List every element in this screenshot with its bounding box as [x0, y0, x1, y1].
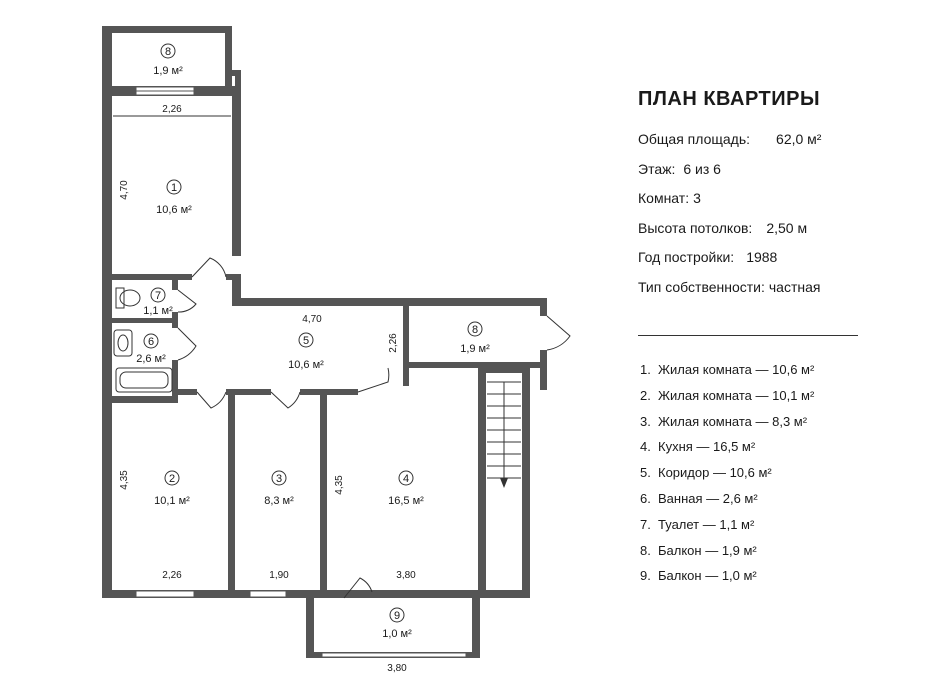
svg-text:10,6 м²: 10,6 м²	[156, 204, 192, 216]
room-label-balcony-right: 8 1,9 м²	[460, 321, 490, 355]
room-label-2: 2 10,1 м²	[154, 470, 190, 507]
svg-text:1,9 м²: 1,9 м²	[460, 343, 490, 355]
svg-text:2: 2	[169, 473, 175, 485]
apartment-info: ПЛАН КВАРТИРЫ Общая площадь:62,0 м² Этаж…	[638, 88, 868, 336]
svg-text:9: 9	[394, 610, 400, 622]
svg-text:7: 7	[155, 290, 161, 302]
legend-item: 5.Коридор — 10,6 м²	[640, 465, 772, 481]
svg-text:1,9 м²: 1,9 м²	[153, 65, 183, 77]
svg-text:1,1 м²: 1,1 м²	[143, 305, 173, 317]
detail-build-year: Год постройки:1988	[638, 249, 778, 265]
doors	[177, 257, 571, 599]
svg-text:8: 8	[165, 46, 171, 58]
room-label-6: 6 2,6 м²	[136, 333, 166, 365]
svg-text:5: 5	[303, 335, 309, 347]
svg-text:1,90: 1,90	[269, 570, 289, 581]
legend-item: 3.Жилая комната — 8,3 м²	[640, 413, 808, 429]
legend-item: 2.Жилая комната — 10,1 м²	[640, 387, 815, 403]
sink-fixture	[113, 329, 133, 357]
svg-text:4,35: 4,35	[119, 470, 130, 490]
legend-item: 8.Балкон — 1,9 м²	[640, 542, 757, 558]
dimension-lines: 2,26 4,70 4,70 2,26 4,35 4,35 2,26 1,90 …	[113, 104, 416, 674]
staircase	[487, 374, 521, 590]
svg-text:10,1 м²: 10,1 м²	[154, 495, 190, 507]
room-label-4: 4 16,5 м²	[388, 470, 424, 507]
svg-text:4,70: 4,70	[302, 314, 322, 325]
room-label-1: 1 10,6 м²	[156, 179, 192, 216]
svg-text:2,26: 2,26	[162, 104, 182, 115]
detail-ownership: Тип собственности:частная	[638, 278, 821, 295]
svg-text:2,26: 2,26	[388, 333, 399, 353]
legend-item: 4.Кухня — 16,5 м²	[640, 439, 756, 455]
svg-text:2,6 м²: 2,6 м²	[136, 353, 166, 365]
svg-text:8,3 м²: 8,3 м²	[264, 495, 294, 507]
room-label-5: 5 10,6 м²	[288, 332, 324, 371]
svg-text:1,0 м²: 1,0 м²	[382, 628, 412, 640]
legend-item: 9.Балкон — 1,0 м²	[640, 568, 757, 584]
legend-item: 6.Ванная — 2,6 м²	[640, 490, 758, 506]
legend-item: 1.Жилая комната — 10,6 м²	[640, 362, 815, 377]
svg-text:10,6 м²: 10,6 м²	[288, 359, 324, 371]
svg-text:2,26: 2,26	[162, 570, 182, 581]
detail-ceiling-height: Высота потолков:2,50 м	[638, 219, 808, 236]
divider	[638, 335, 858, 336]
legend-item: 7.Туалет — 1,1 м²	[640, 516, 755, 532]
svg-text:3,80: 3,80	[396, 570, 416, 581]
floor-plan: 8 1,9 м² 1 10,6 м² 7 1,1 м² 6 2,6 м² 5 1…	[102, 26, 571, 674]
room-label-3: 3 8,3 м²	[264, 470, 294, 507]
bathtub-fixture	[115, 367, 173, 393]
room-label-9: 9 1,0 м²	[382, 607, 412, 640]
room-label-7: 7 1,1 м²	[143, 287, 173, 317]
svg-text:8: 8	[472, 324, 478, 336]
detail-rooms: Комнат:3	[638, 190, 701, 206]
room-legend: 1.Жилая комната — 10,6 м² 2.Жилая комнат…	[640, 362, 814, 594]
room-label-balcony-top: 8 1,9 м²	[153, 43, 183, 77]
svg-text:6: 6	[148, 336, 154, 348]
svg-text:4: 4	[403, 473, 409, 485]
detail-total-area: Общая площадь:62,0 м²	[638, 131, 822, 147]
svg-text:4,35: 4,35	[334, 475, 345, 495]
svg-text:3: 3	[276, 473, 282, 485]
svg-text:3,80: 3,80	[387, 663, 407, 674]
svg-text:4,70: 4,70	[119, 180, 130, 200]
toilet-fixture	[115, 287, 141, 309]
detail-floor: Этаж:6 из 6	[638, 160, 721, 177]
svg-text:1: 1	[171, 182, 177, 194]
svg-text:16,5 м²: 16,5 м²	[388, 495, 424, 507]
page-title: ПЛАН КВАРТИРЫ	[638, 88, 821, 110]
